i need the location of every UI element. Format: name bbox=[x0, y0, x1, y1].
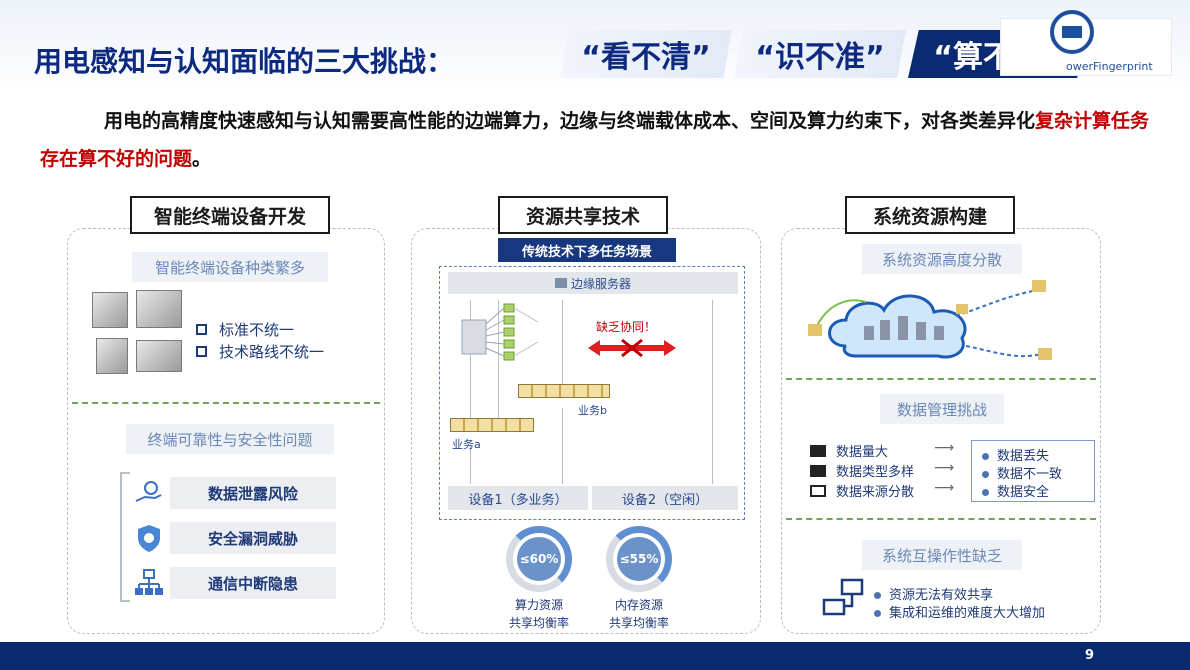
compute-share-value: ≤60% bbox=[517, 537, 561, 581]
task-partition-diagram bbox=[461, 303, 539, 361]
bullet-dot-icon bbox=[874, 592, 881, 599]
computer-network-icon bbox=[822, 578, 864, 616]
checkbox-square-icon bbox=[196, 324, 207, 335]
bullet-row: 技术路线不统一 bbox=[196, 341, 324, 362]
bullet-row: 标准不统一 bbox=[196, 319, 294, 340]
risk-item-data-leak: 数据泄露风险 bbox=[170, 477, 336, 509]
checkbox-square-icon bbox=[196, 346, 207, 357]
terminal-device-image bbox=[96, 338, 128, 374]
logo-text: owerFingerprint bbox=[1066, 60, 1153, 73]
arrow-right-icon: ⟶ bbox=[934, 460, 955, 476]
memory-share-value: ≤55% bbox=[617, 537, 661, 581]
network-icon bbox=[135, 569, 163, 595]
section-divider bbox=[786, 378, 1096, 380]
sub-heading-reliability: 终端可靠性与安全性问题 bbox=[126, 424, 334, 454]
section-divider bbox=[786, 518, 1096, 520]
business-b-bar bbox=[518, 384, 610, 398]
data-folder-icon bbox=[810, 464, 826, 477]
intro-highlight: 复杂计算任务存在算不好的问题 bbox=[40, 110, 1150, 170]
interop-item: 资源无法有效共享 bbox=[874, 584, 993, 603]
flow-line bbox=[498, 300, 499, 418]
column-title-system: 系统资源构建 bbox=[845, 196, 1015, 234]
compute-share-label: 算力资源共享均衡率 bbox=[508, 598, 569, 630]
page-number: 9 bbox=[1085, 648, 1095, 663]
data-risk-item: 数据丢失 bbox=[982, 445, 1049, 464]
scenario-diagram-frame bbox=[439, 266, 745, 520]
flow-line bbox=[712, 300, 713, 484]
traditional-scenario-banner: 传统技术下多任务场景 bbox=[498, 238, 676, 262]
risk-item-communication: 通信中断隐患 bbox=[170, 567, 336, 599]
slide-title: 用电感知与认知面临的三大挑战： bbox=[34, 45, 455, 78]
section-divider bbox=[72, 402, 380, 404]
sub-heading-device-variety: 智能终端设备种类繁多 bbox=[132, 252, 328, 282]
memory-share-label: 内存资源共享均衡率 bbox=[608, 598, 669, 630]
data-item-row: 数据量大 bbox=[810, 441, 888, 460]
bullet-dot-icon bbox=[982, 471, 989, 478]
business-a-label: 业务a bbox=[452, 438, 481, 451]
bullet-dot-icon bbox=[982, 489, 989, 496]
logo-icon bbox=[1050, 10, 1094, 54]
edge-server-bar: 边缘服务器 bbox=[448, 272, 738, 294]
flow-line bbox=[562, 300, 563, 384]
sub-heading-dispersed: 系统资源高度分散 bbox=[862, 244, 1022, 274]
intro-paragraph: 用电的高精度快速感知与认知需要高性能的边端算力，边缘与终端载体成本、空间及算力约… bbox=[40, 102, 1160, 178]
bracket-line bbox=[120, 472, 130, 602]
sub-heading-interop: 系统互操作性缺乏 bbox=[862, 540, 1022, 570]
arrow-right-icon: ⟶ bbox=[934, 480, 955, 496]
memory-share-ring: ≤55% bbox=[606, 526, 672, 592]
footer-bar bbox=[0, 642, 1190, 670]
challenge-tag-2: “识不准” bbox=[734, 30, 906, 78]
flow-line bbox=[470, 444, 471, 484]
data-stack-icon bbox=[810, 444, 826, 457]
data-risk-item: 数据安全 bbox=[982, 481, 1049, 500]
concentrator-device-image bbox=[136, 340, 182, 372]
meter-device-image bbox=[92, 292, 128, 328]
data-source-icon bbox=[810, 484, 826, 497]
business-a-bar bbox=[450, 418, 534, 432]
arrow-right-icon: ⟶ bbox=[934, 440, 955, 456]
data-risk-box bbox=[971, 440, 1095, 502]
no-coordination-label: 缺乏协同！ bbox=[596, 320, 657, 334]
flow-line bbox=[562, 408, 563, 484]
bullet-dot-icon bbox=[982, 453, 989, 460]
sub-heading-data-mgmt: 数据管理挑战 bbox=[880, 394, 1004, 424]
intro-text: 用电的高精度快速感知与认知需要高性能的边端算力，边缘与终端载体成本、空间及算力约… bbox=[104, 110, 1036, 132]
data-leak-hand-icon bbox=[135, 481, 162, 502]
flow-line bbox=[470, 300, 471, 418]
server-icon bbox=[554, 278, 567, 288]
data-risk-item: 数据不一致 bbox=[982, 463, 1062, 482]
bullet-dot-icon bbox=[874, 610, 881, 617]
compute-share-ring: ≤60% bbox=[506, 526, 572, 592]
intro-end: 。 bbox=[192, 148, 212, 170]
shield-icon bbox=[138, 525, 160, 552]
column-title-terminal: 智能终端设备开发 bbox=[130, 196, 330, 234]
business-b-label: 业务b bbox=[578, 404, 607, 417]
risk-item-vulnerability: 安全漏洞威胁 bbox=[170, 522, 336, 554]
challenge-tag-1: “看不清” bbox=[560, 30, 732, 78]
data-item-row: 数据来源分散 bbox=[810, 481, 914, 500]
cloud-network-diagram bbox=[808, 280, 1052, 360]
column-title-sharing: 资源共享技术 bbox=[498, 196, 668, 234]
device-2-box: 设备2（空闲） bbox=[592, 486, 738, 510]
blocked-arrow-icon bbox=[588, 338, 676, 358]
data-item-row: 数据类型多样 bbox=[810, 461, 914, 480]
device-1-box: 设备1（多业务） bbox=[448, 486, 588, 510]
interop-item: 集成和运维的难度大大增加 bbox=[874, 602, 1045, 621]
breaker-device-image bbox=[136, 290, 182, 328]
